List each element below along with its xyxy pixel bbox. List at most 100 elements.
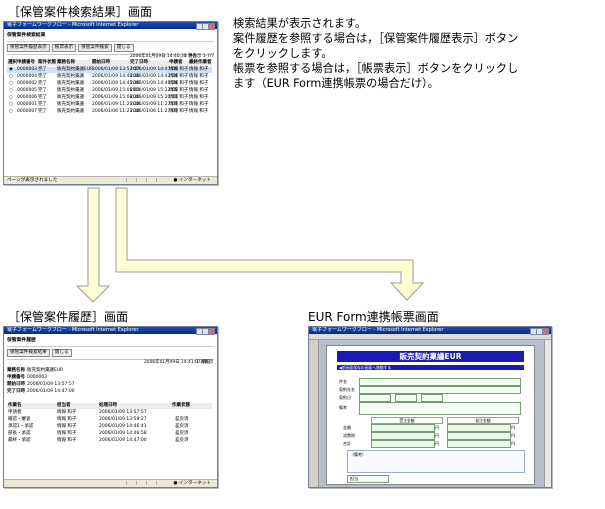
subject-field[interactable] [359, 378, 521, 386]
cell: 情報 和子 [169, 67, 189, 72]
table-row[interactable]: ○ 0000002 完了 販売契約稟議 2006/01/09 14:45:36 … [7, 81, 212, 87]
table-row: 確認・審査 情報 和子 2006/01/09 13:59:27 差戻済 [7, 417, 212, 423]
unit-label: 円 [511, 425, 515, 430]
column-header: 完了日時 [130, 60, 148, 65]
form-nav-bar[interactable]: ◀前画面保存の画面へ移動する [337, 365, 524, 370]
cell: 完了 [38, 88, 47, 93]
table-row[interactable]: ○ 0000006 完了 販売契約稟議 2006/01/09 15:08:30 … [7, 95, 212, 101]
cell: 2006/01/09 15:12:05 [130, 88, 178, 93]
status-bar: ● インターネット [4, 479, 217, 487]
table-row[interactable]: ○ 0000005 完了 販売契約稟議 2006/01/09 15:06:02 … [7, 88, 212, 94]
cell: 2006/01/06 11:21:18 [92, 109, 140, 114]
table-header: 選択 申請番号 案件状態 業務名称 開始日時 完了日時 申請者 最終作業者 [7, 60, 212, 66]
column-header: 選択 [8, 60, 17, 65]
cell: 販売契約稟議 [57, 81, 84, 86]
cell: 販売契約稟議 [57, 102, 84, 107]
cell: 最終・承認 [8, 438, 31, 443]
tax-field[interactable] [447, 432, 511, 440]
cell: 0000004 [17, 74, 38, 79]
table-header: 作業名 担当者 処理日時 作業状態 [7, 403, 212, 409]
info-label: 申請番号 [7, 375, 25, 380]
cell: 差戻済 [175, 424, 189, 429]
form-title: 販売契約稟議EUR [337, 351, 524, 362]
internet-zone-label: ● インターネット [173, 177, 211, 184]
amount-row: 合計 円 円 [337, 440, 523, 448]
staff-label: 担当 [350, 476, 358, 481]
select-radio[interactable]: ○ [9, 109, 13, 114]
close-button[interactable]: 閉じる [113, 44, 134, 52]
close-button[interactable]: 閉じる [51, 349, 72, 357]
select-radio[interactable]: ○ [9, 81, 13, 86]
cell: 完了 [38, 109, 47, 114]
history-display-button[interactable]: 保管案件履歴表示 [7, 44, 50, 52]
search-button[interactable]: 保管案件検索 [78, 44, 112, 52]
cell: 販売契約稟議 [57, 109, 84, 114]
cell: 差戻済 [175, 417, 189, 422]
cell: 2006/01/09 13:59:27 [99, 417, 147, 422]
form-display-button[interactable]: 帳票表示 [51, 44, 77, 52]
column-header: 業務名称 [57, 60, 75, 65]
select-radio[interactable]: ○ [9, 95, 13, 100]
select-radio[interactable]: ◉ [9, 67, 13, 72]
remarks-field[interactable] [359, 402, 521, 415]
table-row: 最終・承認 情報 和子 2006/01/09 14:47:00 差戻済 [7, 438, 212, 444]
close-icon[interactable] [208, 328, 215, 335]
form-header-fields: 件名 契約先名 契約日 備考 [337, 378, 523, 416]
cell: 完了 [38, 67, 47, 72]
table-row[interactable]: ◉ 0000003 完了 販売契約稟議EUR 2006/01/09 13:57:… [7, 67, 212, 73]
page-title: 保管案件履歴 [7, 338, 36, 343]
cell: 情報 和子 [169, 74, 189, 79]
cell: 0000006 [17, 95, 38, 100]
close-icon[interactable] [542, 328, 549, 335]
select-radio[interactable]: ○ [9, 88, 13, 93]
vertical-scrollbar[interactable] [544, 340, 551, 487]
cell: 2006/01/09 14:45:36 [92, 81, 140, 86]
amount-field[interactable] [371, 424, 435, 432]
amount-field[interactable] [447, 424, 511, 432]
cell: 2006/01/09 11:27:07 [130, 102, 178, 107]
caption-history: ［保管案件履歴］画面 [8, 310, 129, 324]
memo-box[interactable]: （備考） [347, 450, 525, 473]
column-header: 案件状態 [38, 60, 56, 65]
table-row: 承認1・承認 情報 和子 2006/01/09 14:46:41 差戻済 [7, 424, 212, 430]
column-header: 開始日時 [92, 60, 110, 65]
cell: 情報 和子 [57, 424, 77, 429]
total-field[interactable] [447, 440, 511, 448]
amount-row: 消費税 円 円 [337, 432, 523, 440]
cell: 2006/01/09 15:06:02 [92, 88, 140, 93]
cell: 情報 和子 [189, 67, 209, 72]
total-field[interactable] [371, 440, 435, 448]
cell: 確認・審査 [8, 417, 31, 422]
amount-row: 金額 円 円 [337, 424, 523, 432]
zone-text: インターネット [178, 178, 211, 183]
staff-field[interactable]: 担当 [347, 475, 389, 483]
select-radio[interactable]: ○ [9, 74, 13, 79]
contract-month-field[interactable] [395, 394, 417, 402]
table-row[interactable]: ○ 0000007 完了 販売契約稟議 2006/01/06 11:21:18 … [7, 109, 212, 115]
internet-zone-label: ● インターネット [173, 480, 211, 487]
cell: 0000005 [17, 88, 38, 93]
arrow-to-eur-form [115, 187, 425, 301]
table-row: 申請者 情報 和子 2006/01/09 13:57:57 [7, 410, 212, 416]
description-line: をクリックします。 [233, 47, 333, 60]
close-icon[interactable] [208, 23, 215, 30]
cell: 情報 和子 [189, 109, 209, 114]
cell: 完了 [38, 74, 47, 79]
search-result-button[interactable]: 保管案件検索結果 [7, 349, 50, 357]
cell: 情報 和子 [189, 81, 209, 86]
form-row: 契約日 [337, 394, 523, 402]
table-row[interactable]: ○ 0000004 完了 販売契約稟議 2006/01/09 14:40:30 … [7, 74, 212, 80]
select-radio[interactable]: ○ [9, 102, 13, 107]
cell: 0000003 [17, 67, 38, 72]
table-row[interactable]: ○ 0000001 完了 販売契約稟議 2006/01/09 11:21:18 … [7, 102, 212, 108]
contract-day-field[interactable] [421, 394, 443, 402]
contractor-field[interactable] [359, 386, 521, 394]
memo-label: （備考） [350, 452, 366, 457]
contract-year-field[interactable] [359, 394, 391, 402]
unit-label: 円 [511, 433, 515, 438]
cell: 情報 和子 [189, 102, 209, 107]
amount-header: 受注金額 発注金額 [337, 417, 523, 424]
tax-field[interactable] [371, 432, 435, 440]
cell: 情報 和子 [189, 88, 209, 93]
cell: 販売契約稟議 [57, 74, 84, 79]
